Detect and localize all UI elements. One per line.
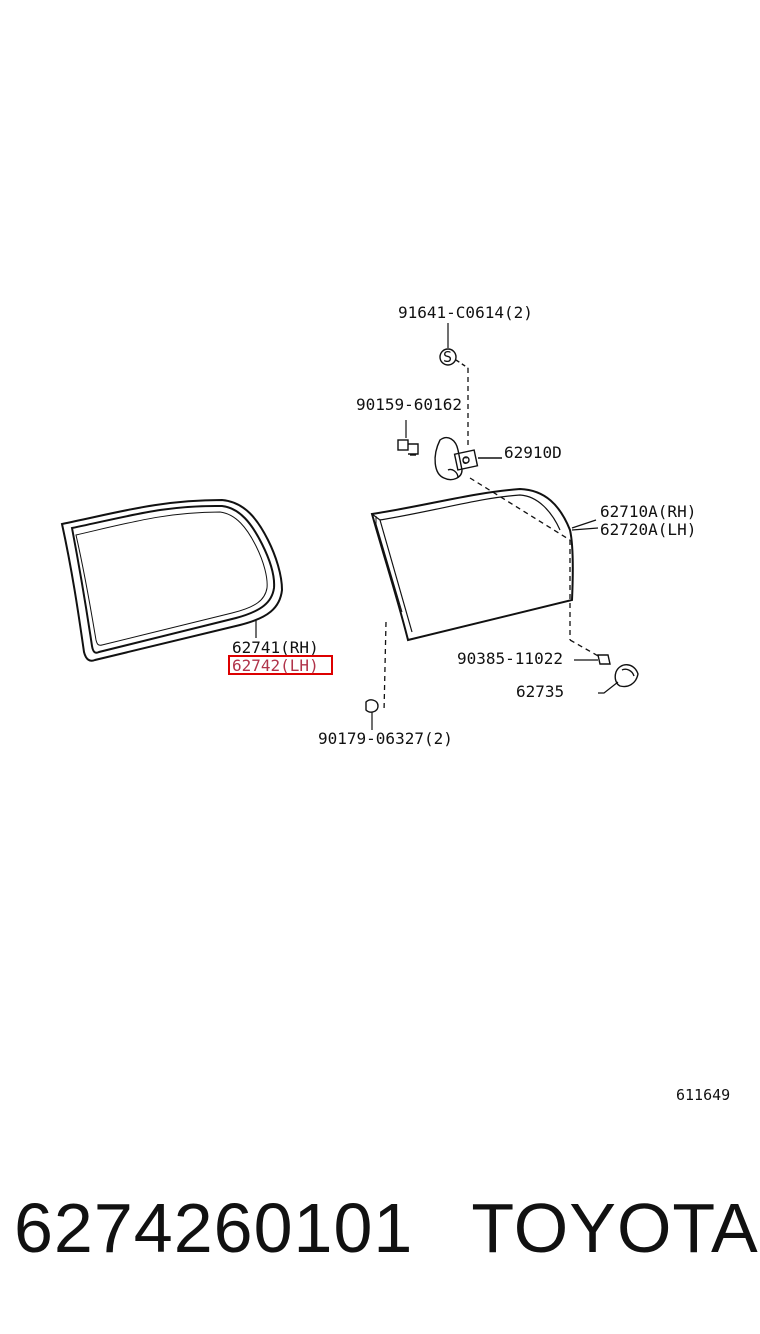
part-number: 6274260101 xyxy=(14,1189,414,1267)
label-screw-top[interactable]: 90159-60162 xyxy=(356,395,462,414)
weatherstrip-drawing xyxy=(60,498,284,662)
hinge-drawing xyxy=(434,436,502,481)
footer: 6274260101 TOYOTA xyxy=(14,1188,758,1278)
label-screw-bottom[interactable]: 90179-06327(2) xyxy=(318,729,453,748)
label-hinge[interactable]: 62910D xyxy=(504,443,562,462)
c-symbol: C xyxy=(462,457,467,467)
label-latch[interactable]: 62735 xyxy=(516,682,564,701)
label-glass-lh[interactable]: 62720A(LH) xyxy=(600,520,696,539)
assembly-dashed-lines xyxy=(383,368,601,713)
quarter-glass-drawing xyxy=(370,487,599,642)
fasteners-drawing xyxy=(365,323,639,730)
label-weatherstrip-rh[interactable]: 62741(RH) xyxy=(232,638,319,657)
s-symbol: S xyxy=(443,348,452,366)
brand-name: TOYOTA xyxy=(471,1189,759,1267)
label-nut-right[interactable]: 90385-11022 xyxy=(457,649,563,668)
highlight-box xyxy=(228,655,333,675)
label-weatherstrip-lh[interactable]: 62742(LH) xyxy=(232,656,319,675)
label-glass-rh[interactable]: 62710A(RH) xyxy=(600,502,696,521)
diagram-id: 611649 xyxy=(676,1086,730,1104)
label-bolt-top[interactable]: 91641-C0614(2) xyxy=(398,303,533,322)
